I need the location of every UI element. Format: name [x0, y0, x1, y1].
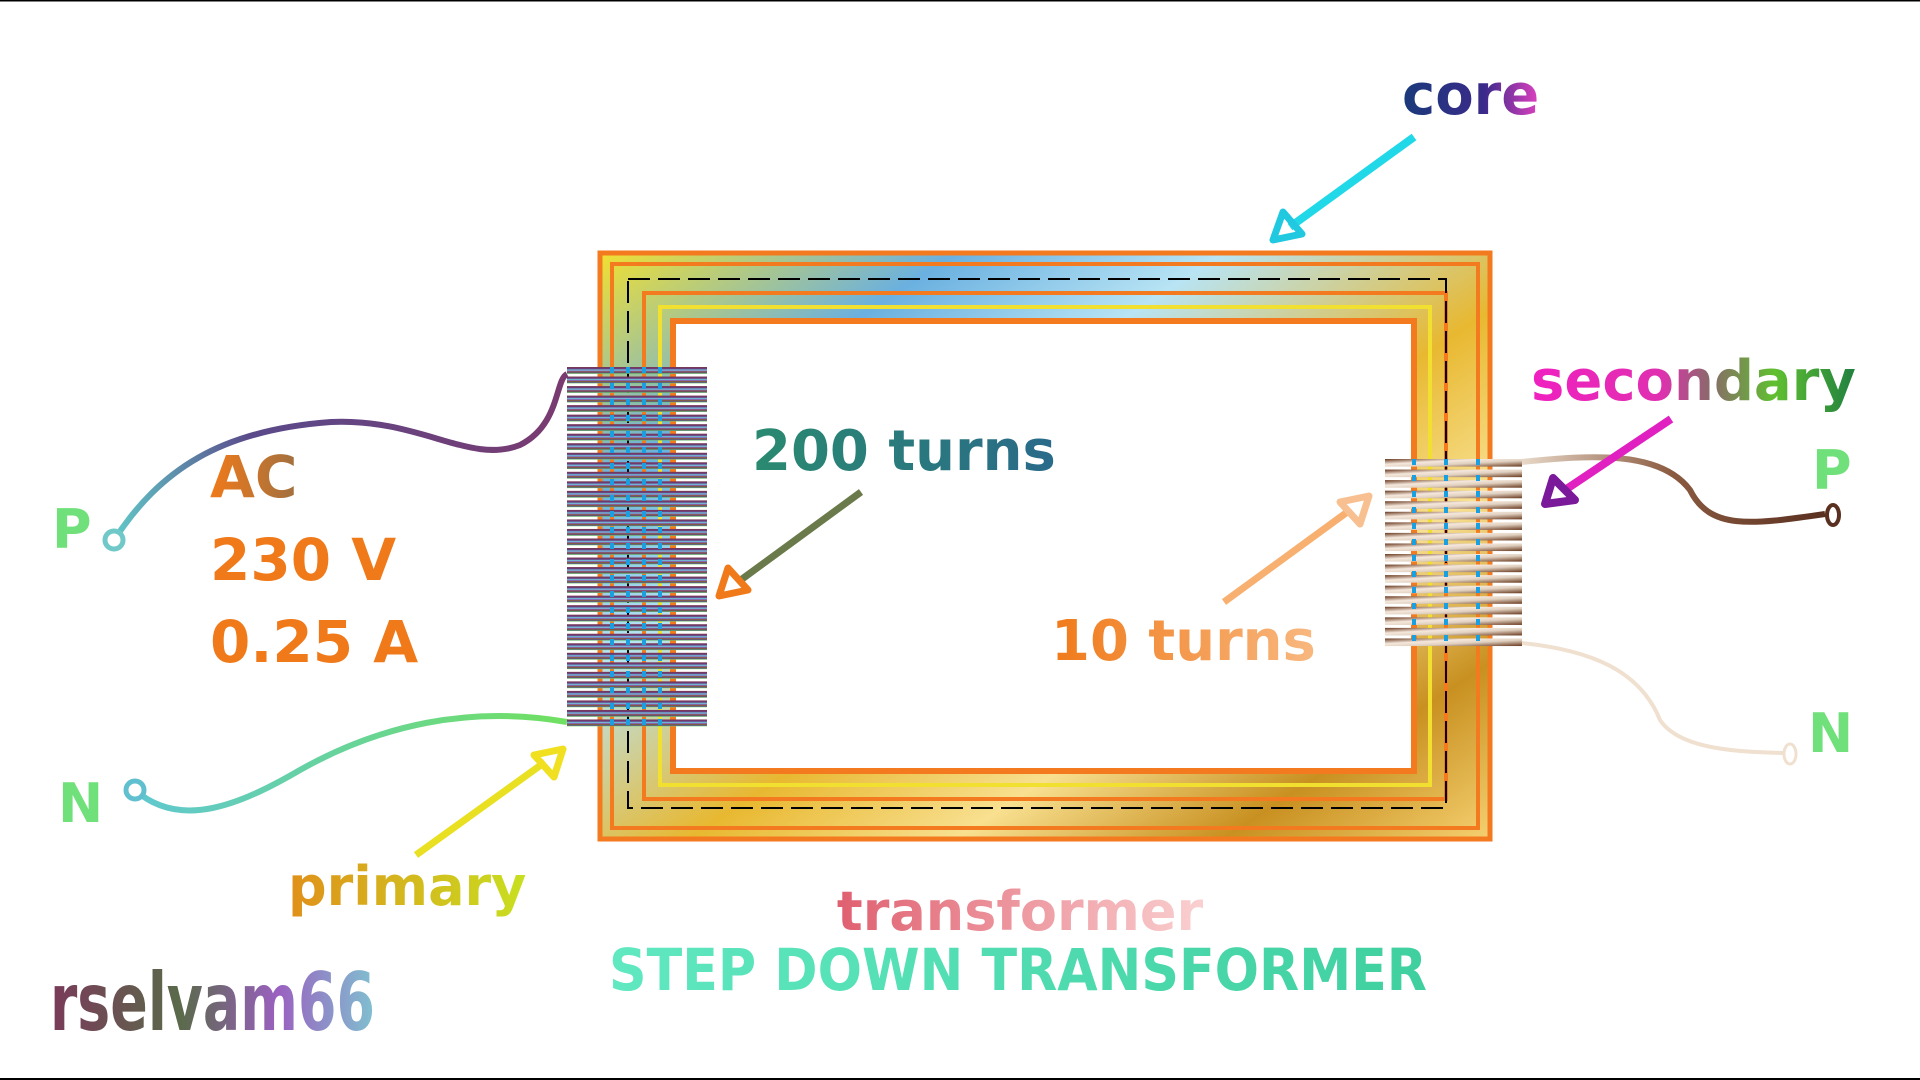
coil-winding	[567, 528, 707, 536]
coil-winding	[1385, 575, 1522, 583]
coil-winding	[1385, 511, 1522, 520]
coil-winding	[567, 595, 707, 603]
secondary-coil	[1385, 459, 1522, 649]
primary-turns-arrow	[735, 489, 864, 585]
coil-winding	[1385, 501, 1522, 509]
coil-winding	[1385, 638, 1522, 647]
coil-winding	[1385, 490, 1522, 499]
secondary-turns-arrow-head-icon	[1336, 492, 1373, 528]
author-watermark: rselvam66	[50, 956, 375, 1049]
coil-winding	[1385, 596, 1522, 604]
secondary-terminal-n-label: N	[1808, 702, 1853, 765]
coil-winding	[567, 509, 707, 517]
coil-winding	[1385, 532, 1522, 541]
primary-terminal-n	[123, 778, 147, 802]
coil-winding	[567, 576, 707, 584]
primary-label: primary	[288, 855, 526, 918]
coil-winding	[567, 405, 707, 412]
primary-turns-arrow-head-icon	[715, 564, 752, 600]
coil-winding	[567, 367, 707, 374]
transformer-core	[597, 250, 1493, 842]
primary-turns-label: 200 turns	[752, 419, 1056, 484]
primary-wire-n	[133, 712, 568, 814]
secondary-terminal-p-label: P	[1812, 439, 1852, 502]
coil-winding	[567, 471, 707, 479]
coil-winding	[567, 681, 707, 689]
coil-winding	[1385, 617, 1522, 625]
diagram-title: STEP DOWN TRANSFORMER	[609, 936, 1427, 1004]
coil-winding	[567, 633, 707, 641]
coil-winding	[567, 395, 707, 403]
coil-winding	[1385, 606, 1522, 615]
coil-winding	[567, 500, 707, 508]
coil-winding	[567, 624, 707, 632]
primary-arrow-head-icon	[530, 745, 567, 781]
coil-winding	[567, 443, 707, 451]
coil-winding	[567, 433, 707, 441]
secondary-arrow	[1562, 415, 1674, 494]
secondary-wire-p	[1521, 454, 1826, 525]
coil-winding	[567, 519, 707, 527]
primary-wire-p	[111, 371, 569, 542]
coil-winding	[1385, 554, 1522, 562]
coil-winding	[567, 548, 707, 555]
core-label: core	[1402, 63, 1539, 128]
coil-winding	[567, 386, 707, 393]
coil-winding	[567, 452, 707, 460]
secondary-wire-n	[1521, 641, 1786, 755]
coil-winding	[567, 490, 707, 498]
coil-winding	[1385, 627, 1522, 636]
coil-winding	[567, 652, 707, 660]
coil-winding	[567, 709, 707, 717]
diagram-subtitle: transformer	[837, 880, 1204, 943]
core-arrow	[1287, 133, 1417, 231]
coil-winding	[567, 462, 707, 470]
coil-winding	[567, 424, 707, 432]
primary-terminal-p	[102, 528, 126, 552]
coil-winding	[567, 376, 707, 384]
primary-terminal-n-label: N	[58, 772, 103, 835]
coil-winding	[1385, 522, 1522, 530]
coil-winding	[1385, 585, 1522, 594]
secondary-arrow-head-icon	[1541, 474, 1579, 508]
primary-terminal-p-label: P	[52, 498, 92, 561]
coil-winding	[567, 614, 707, 622]
coil-winding	[1385, 480, 1522, 488]
coil-winding	[567, 690, 707, 698]
coil-winding	[567, 643, 707, 651]
primary-arrow	[413, 759, 548, 858]
coil-winding	[567, 481, 707, 489]
supply-current: 0.25 A	[210, 608, 418, 676]
coil-winding	[567, 662, 707, 670]
coil-winding	[567, 414, 707, 422]
coil-winding	[567, 567, 707, 574]
coil-winding	[1385, 564, 1522, 573]
secondary-terminal-n	[1782, 742, 1798, 766]
coil-winding	[1385, 543, 1522, 552]
coil-winding	[567, 538, 707, 546]
coil-winding	[1385, 459, 1522, 467]
secondary-terminal-p	[1825, 503, 1841, 527]
coil-winding	[567, 671, 707, 679]
secondary-label: secondary	[1531, 349, 1856, 414]
core-arrow-head-icon	[1269, 208, 1306, 244]
coil-winding	[567, 719, 707, 727]
supply-voltage: 230 V	[210, 526, 396, 594]
supply-type: AC	[210, 443, 297, 511]
coil-winding	[567, 700, 707, 708]
secondary-turns-arrow	[1221, 507, 1353, 605]
coil-winding	[567, 586, 707, 593]
secondary-turns-label: 10 turns	[1051, 609, 1316, 674]
coil-winding	[1385, 469, 1522, 478]
coil-winding	[567, 605, 707, 613]
coil-winding	[567, 557, 707, 565]
primary-coil	[567, 367, 707, 729]
